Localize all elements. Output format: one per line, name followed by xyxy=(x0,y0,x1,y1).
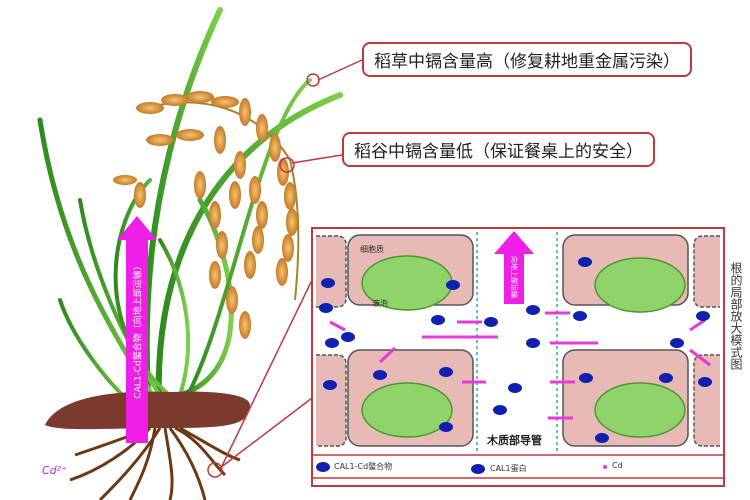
vacuole-label: 液泡 xyxy=(372,299,388,308)
callout-straw: 稻草中镉含量高（修复耕地重金属污染） xyxy=(362,42,692,77)
stem-transport-arrow xyxy=(117,216,157,443)
vacuoles xyxy=(361,255,686,438)
callout-grain: 稻谷中镉含量低（保证餐桌上的安全） xyxy=(342,132,655,167)
cal1-proteins xyxy=(316,257,712,474)
stem-arrow-label: CAL1-Cd螯合物（向地上部运输） xyxy=(133,261,144,399)
cd-arrows xyxy=(329,311,711,420)
xylem-label: 木质部导管 xyxy=(487,434,542,447)
rice-grains xyxy=(113,91,300,339)
side-title: 根的局部放大模式图 xyxy=(729,262,743,370)
legend-complex: CAL1-Cd螯合物 xyxy=(334,462,393,471)
cd-ion-label: Cd²⁺ xyxy=(42,464,67,477)
callout-connectors xyxy=(207,59,363,478)
up-arrow-label: 向地上部运输 xyxy=(510,256,518,298)
roots xyxy=(69,426,241,500)
root-enlargement-panel xyxy=(311,227,725,487)
cytoplasm-label: 细胞质 xyxy=(360,245,384,254)
cd-legend-dot xyxy=(603,465,607,469)
legend-cd: Cd xyxy=(612,461,623,470)
xylem-up-arrow xyxy=(494,231,534,304)
legend-protein: CAL1蛋白 xyxy=(490,464,527,473)
